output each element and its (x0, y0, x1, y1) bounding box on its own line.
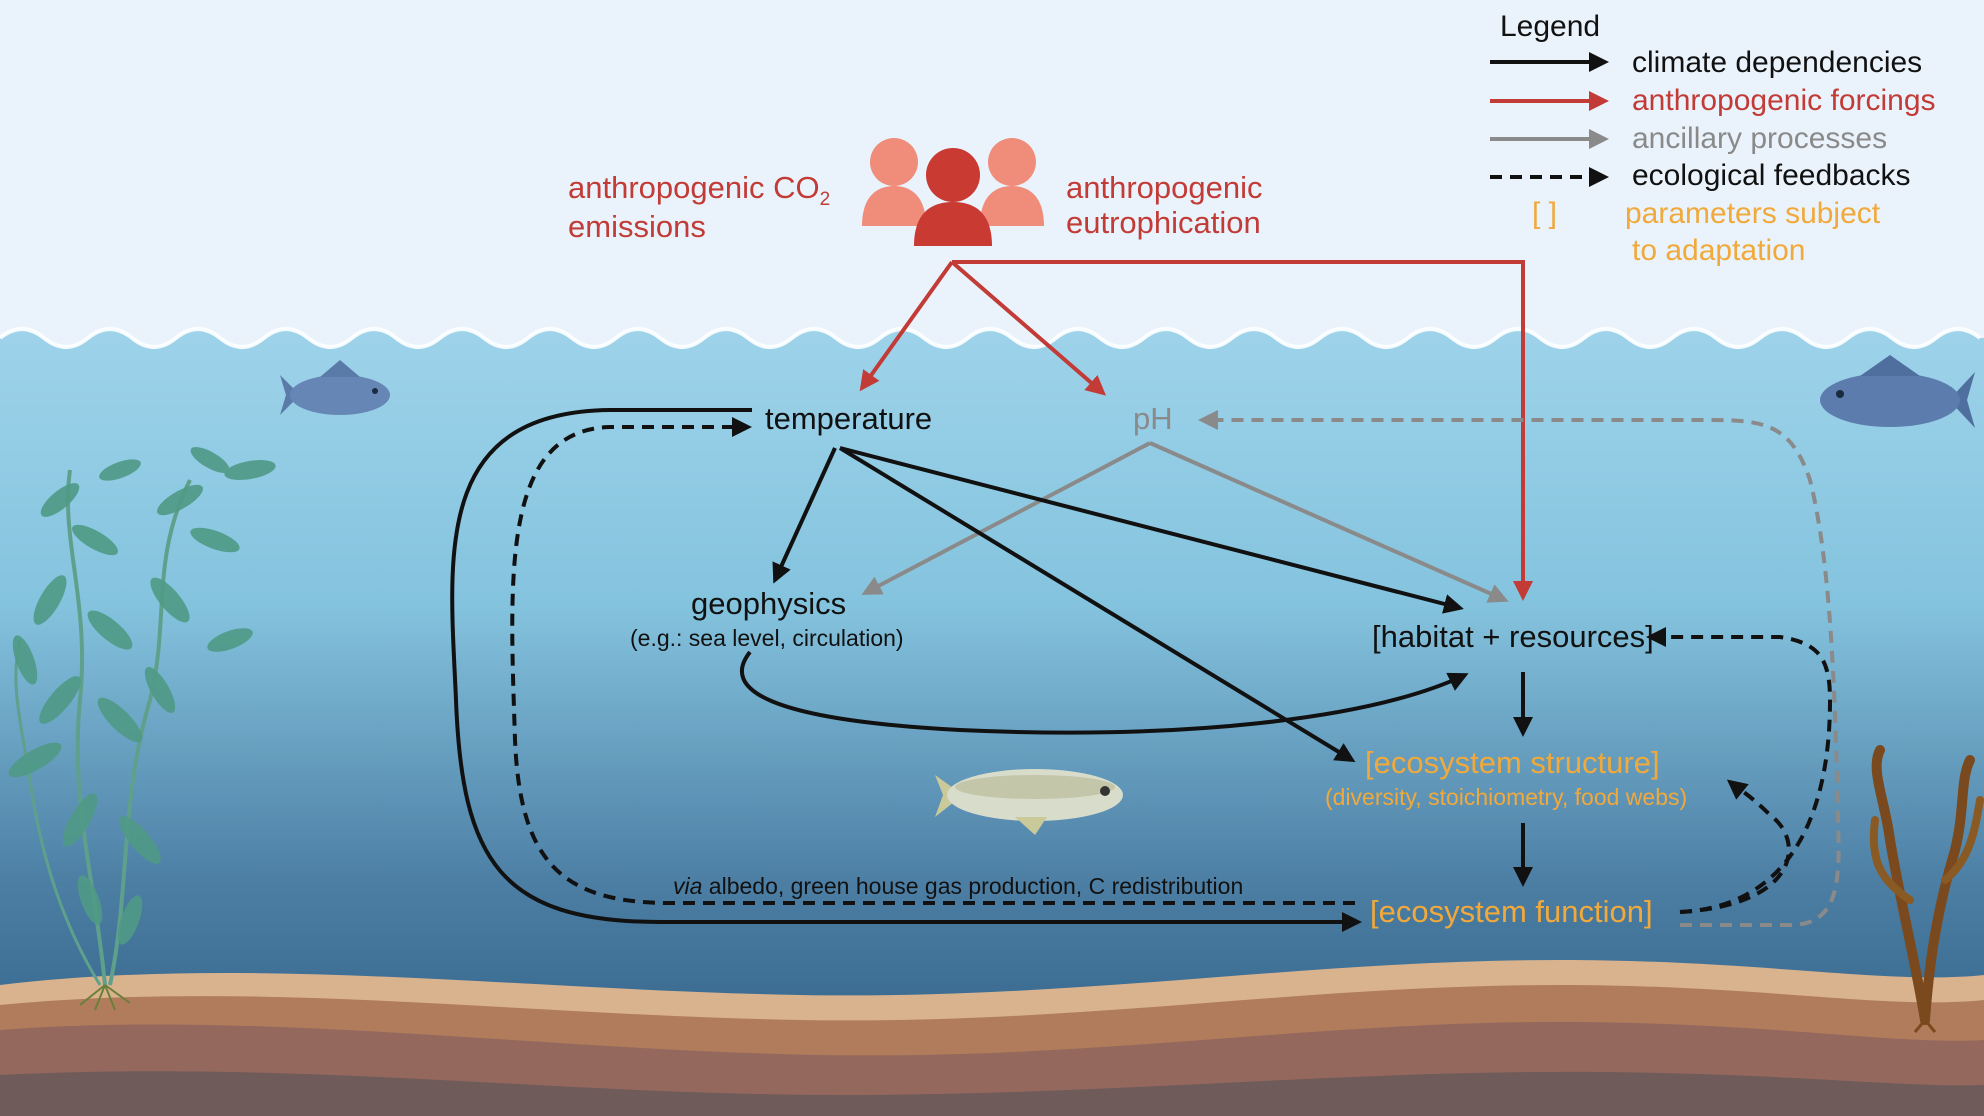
arrow-feedback-function-to-temperature (510, 417, 1355, 905)
feedback-label: via albedo, green house gas production, … (673, 873, 1244, 900)
legend-bracket-label-2: to adaptation (1632, 234, 1806, 267)
node-habitat: [habitat + resources] (1372, 619, 1654, 654)
legend-bracket-label-1: parameters subject (1625, 197, 1881, 230)
arrow-temperature-to-habitat (839, 446, 1464, 614)
arrow-temperature-to-function (450, 408, 1362, 932)
arrow-feedback-function-to-ph (1198, 410, 1841, 927)
legend-label-ancillary: ancillary processes (1632, 122, 1888, 155)
fish-icon (935, 769, 1123, 835)
seaweed-icon (1869, 745, 1984, 1033)
feedback-label-via: via (673, 873, 703, 899)
node-ecosystem-structure: [ecosystem structure] (1365, 745, 1660, 780)
kelp-icon (8, 447, 276, 1011)
arrow-feedback-function-to-habitat (1646, 627, 1833, 914)
arrow-ph-to-geophysics (861, 441, 1151, 595)
node-temperature: temperature (765, 401, 933, 436)
co2-text: anthropogenic CO (568, 170, 820, 205)
eutro-text-2: eutrophication (1066, 204, 1261, 240)
fish-icon (1820, 355, 1975, 428)
fish-icon (280, 360, 390, 415)
node-ph: pH (1133, 401, 1173, 436)
eutro-text: anthropogenic (1066, 170, 1263, 205)
node-geophysics-sub: (e.g.: sea level, circulation) (630, 625, 904, 651)
legend-title: Legend (1500, 10, 1601, 43)
seafloor (0, 960, 1984, 1116)
surface-wave-foam (0, 327, 1982, 349)
co2-text-2: emissions (568, 209, 706, 245)
node-ecosystem-function: [ecosystem function] (1370, 894, 1653, 929)
feedback-label-rest: albedo, green house gas production, C re… (702, 873, 1244, 899)
node-ecosystem-structure-sub: (diversity, stoichiometry, food webs) (1325, 784, 1688, 810)
co2-emissions-label: anthropogenic CO2 emissions (568, 170, 831, 245)
people-icon (862, 138, 1044, 246)
arrow-feedback-function-to-structure (1679, 779, 1791, 914)
arrow-humans-to-ph (950, 260, 1107, 396)
arrow-temperature-to-structure (838, 446, 1356, 763)
legend-bracket-symbol: [ ] (1532, 197, 1558, 230)
arrow-temperature-to-geophysics (772, 447, 837, 584)
co2-subscript: 2 (819, 189, 831, 211)
arrow-humans-to-habitat (952, 260, 1533, 601)
legend-label-anthropogenic: anthropogenic forcings (1632, 84, 1936, 117)
legend-label-feedback: ecological feedbacks (1632, 159, 1911, 192)
arrow-geophysics-to-habitat (739, 650, 1469, 735)
node-geophysics: geophysics (691, 586, 847, 621)
legend-label-climate: climate dependencies (1632, 46, 1923, 79)
ocean-water (0, 329, 1984, 1116)
arrow-humans-to-temperature (859, 260, 954, 392)
arrow-ph-to-habitat (1149, 441, 1509, 603)
